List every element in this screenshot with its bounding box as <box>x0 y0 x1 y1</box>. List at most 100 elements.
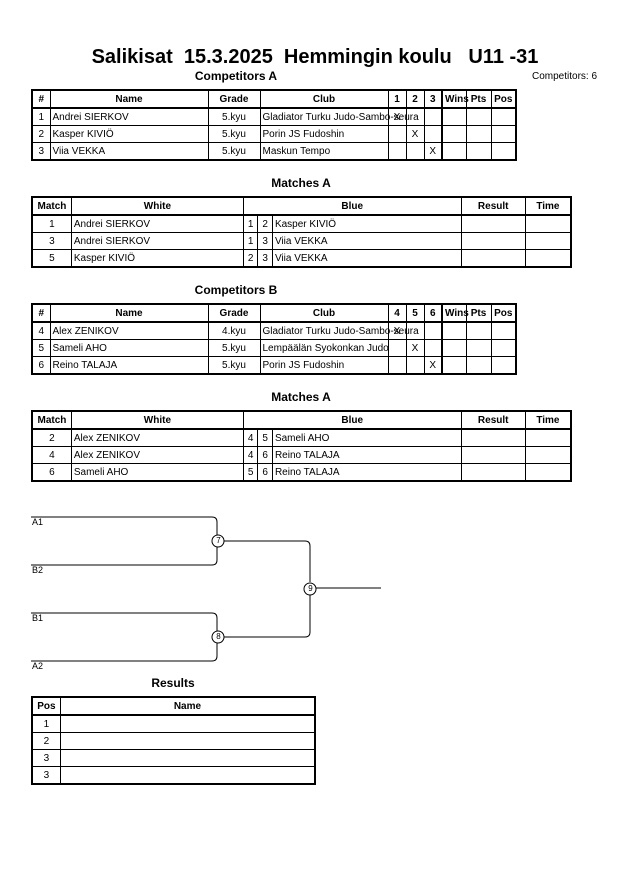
matches-a-heading: Matches A <box>271 176 331 190</box>
pos-cell <box>490 142 517 161</box>
wins-cell <box>441 339 467 357</box>
result-name <box>59 766 316 785</box>
table-row: 1 <box>31 714 316 733</box>
col-result: Result <box>460 196 526 216</box>
match-number: 3 <box>31 232 72 250</box>
result-cell <box>460 463 526 482</box>
competitors-a-table: # Name Grade Club 1 2 3 Wins Pts Pos 1 A… <box>31 89 517 161</box>
col-club: Club <box>259 303 389 323</box>
blue-num: 6 <box>257 446 273 464</box>
table-row: 5 Sameli AHO 5.kyu Lempäälän Syokonkan J… <box>31 339 517 357</box>
result-name <box>59 749 316 767</box>
table-row: 4 Alex ZENIKOV 4 6 Reino TALAJA <box>31 446 572 464</box>
result-name <box>59 732 316 750</box>
match-9-label: 9 <box>308 584 313 593</box>
match-7-label: 7 <box>216 536 221 545</box>
wins-cell <box>441 125 467 143</box>
table-row: 6 Reino TALAJA 5.kyu Porin JS Fudoshin X <box>31 356 517 375</box>
bracket-line-a2 <box>31 642 218 662</box>
col-result: Result <box>460 410 526 430</box>
col-1: 1 <box>387 89 407 109</box>
pts-cell <box>465 142 492 161</box>
col-pos: Pos <box>31 696 61 716</box>
col-time: Time <box>524 196 572 216</box>
col-2: 2 <box>405 89 425 109</box>
white-name: Sameli AHO <box>70 463 244 482</box>
blue-name: Reino TALAJA <box>271 463 462 482</box>
competitors-b-table: # Name Grade Club 4 5 6 Wins Pts Pos 4 A… <box>31 303 517 375</box>
score-cell <box>387 142 407 161</box>
col-grade: Grade <box>207 89 261 109</box>
bracket-label-b1: B1 <box>32 613 44 623</box>
pos-cell <box>490 339 517 357</box>
result-pos: 3 <box>31 749 61 767</box>
table-row: 5 Kasper KIVIÖ 2 3 Viia VEKKA <box>31 249 572 268</box>
competitor-name: Viia VEKKA <box>49 142 209 161</box>
competitor-grade: 5.kyu <box>207 356 261 375</box>
score-cell <box>423 339 443 357</box>
result-cell <box>460 232 526 250</box>
blue-name: Reino TALAJA <box>271 446 462 464</box>
white-name: Andrei SIERKOV <box>70 232 244 250</box>
matches-a-table: Match White Blue Result Time 1 Andrei SI… <box>31 196 572 268</box>
pts-cell <box>465 125 492 143</box>
table-row: 2 Alex ZENIKOV 4 5 Sameli AHO <box>31 428 572 447</box>
col-name: Name <box>49 89 209 109</box>
pts-cell <box>465 321 492 340</box>
match-number: 5 <box>31 249 72 268</box>
matches-b-heading: Matches A <box>271 390 331 404</box>
col-wins: Wins <box>441 89 469 109</box>
competitors-count: Competitors: 6 <box>532 71 598 82</box>
blue-name: Viia VEKKA <box>271 232 462 250</box>
wins-cell <box>441 321 467 340</box>
bracket-line-8-to-9 <box>224 595 311 638</box>
result-pos: 2 <box>31 732 61 750</box>
time-cell <box>524 249 572 268</box>
table-row: 4 Alex ZENIKOV 4.kyu Gladiator Turku Jud… <box>31 321 517 340</box>
competitor-num: 3 <box>31 142 51 161</box>
score-cell <box>387 356 407 375</box>
matches-b-table: Match White Blue Result Time 2 Alex ZENI… <box>31 410 572 482</box>
competitor-club: Porin JS Fudoshin <box>259 356 389 375</box>
score-cell <box>387 339 407 357</box>
competitor-num: 4 <box>31 321 51 340</box>
col-blue: Blue <box>242 196 462 216</box>
white-name: Alex ZENIKOV <box>70 446 244 464</box>
competitor-num: 1 <box>31 107 51 126</box>
time-cell <box>524 214 572 233</box>
score-cell <box>423 321 443 340</box>
competitors-a-heading: Competitors A <box>194 69 278 83</box>
match-number: 6 <box>31 463 72 482</box>
white-num: 1 <box>242 232 259 250</box>
result-cell <box>460 249 526 268</box>
match-number: 1 <box>31 214 72 233</box>
score-cell: X <box>423 142 443 161</box>
wins-cell <box>441 356 467 375</box>
table-row: 3 Viia VEKKA 5.kyu Maskun Tempo X <box>31 142 517 161</box>
col-3: 3 <box>423 89 443 109</box>
blue-name: Viia VEKKA <box>271 249 462 268</box>
time-cell <box>524 463 572 482</box>
score-cell: X <box>423 356 443 375</box>
table-row: 2 Kasper KIVIÖ 5.kyu Porin JS Fudoshin X <box>31 125 517 143</box>
bracket-label-a2: A2 <box>32 661 44 671</box>
col-pos: Pos <box>490 89 517 109</box>
results-table: Pos Name 1 2 3 3 <box>31 696 316 785</box>
competitors-b-heading: Competitors B <box>194 283 278 297</box>
time-cell <box>524 428 572 447</box>
col-grade: Grade <box>207 303 261 323</box>
table-row: 3 <box>31 766 316 785</box>
result-pos: 1 <box>31 714 61 733</box>
result-cell <box>460 214 526 233</box>
col-white: White <box>70 410 244 430</box>
competitor-club: Gladiator Turku Judo-Sambo-seura <box>259 107 419 126</box>
competitor-num: 2 <box>31 125 51 143</box>
results-heading: Results <box>151 676 195 690</box>
time-cell <box>524 446 572 464</box>
pts-cell <box>465 356 492 375</box>
competitor-club: Maskun Tempo <box>259 142 389 161</box>
competitor-name: Kasper KIVIÖ <box>49 125 209 143</box>
col-match: Match <box>31 196 72 216</box>
col-num: # <box>31 89 51 109</box>
table-row: 2 <box>31 732 316 750</box>
